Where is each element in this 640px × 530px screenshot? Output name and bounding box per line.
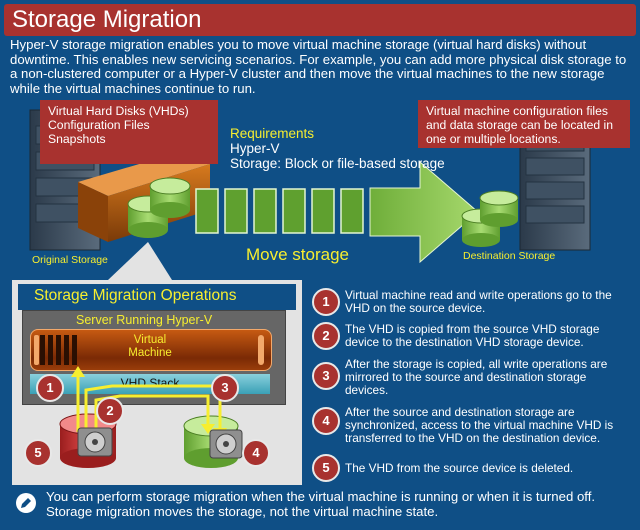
move-storage-label: Move storage [246,245,349,264]
operations-drawing [34,335,264,468]
vm-line-1: Virtual [133,334,167,346]
step-2-badge: 2 [312,322,340,350]
callout-snapshots: Snapshots [48,132,106,146]
page-title: Storage Migration [12,6,202,33]
title-bar [4,4,636,36]
requirements-heading: Requirements [230,126,315,141]
intro-paragraph: Hyper-V storage migration enables you to… [10,37,627,96]
marker-3: 3 [211,374,239,402]
original-storage-label: Original Storage [32,254,108,266]
requirements-storage: Storage: Block or file-based storage [230,156,445,171]
step-5-badge: 5 [312,454,340,482]
vm-columns [34,335,264,365]
arrow-right-icon [369,160,479,264]
server-title: Server Running Hyper-V [76,313,213,327]
marker-5: 5 [24,439,52,467]
footer-note: You can perform storage migration when t… [46,489,596,519]
disk-stack-icon [127,177,191,238]
destination-disk-stack-icon [461,190,519,247]
step-4-badge: 4 [312,407,340,435]
arrow-head-up [71,366,85,377]
marker-1: 1 [36,374,64,402]
step-5-text: The VHD from the source device is delete… [345,461,574,475]
step-3-badge: 3 [312,362,340,390]
step-1-text: Virtual machine read and write operation… [345,288,612,315]
hard-drive-icon [77,427,113,457]
destination-callout: Virtual machine configuration files and … [418,100,630,148]
step-4-text: After the source and destination storage… [345,405,614,445]
info-pencil-icon [16,493,36,513]
pencil-glyph [21,498,31,508]
callout-pointer [108,242,172,280]
step-1-badge: 1 [312,288,340,316]
callout-config-files: Configuration Files [48,118,150,132]
operations-title: Storage Migration Operations [34,287,237,304]
step-2-text: The VHD is copied from the source VHD st… [345,322,600,349]
callout-vhds: Virtual Hard Disks (VHDs) [48,104,189,118]
step-3-text: After the storage is copied, all write o… [345,357,608,397]
destination-hard-drive-icon [209,429,243,459]
transfer-blocks [195,188,364,234]
marker-4: 4 [242,439,270,467]
arrow-head-copy [201,424,215,434]
virtual-machine-label: Virtual Machine [110,334,190,360]
marker-2: 2 [96,397,124,425]
requirements: Requirements Hyper-V Storage: Block or f… [230,126,445,171]
virtual-machine-bar [30,329,272,371]
requirements-hyperv: Hyper-V [230,141,280,156]
vm-line-2: Machine [128,347,172,359]
operations-title-band [18,284,296,310]
destination-storage-label: Destination Storage [463,250,556,262]
source-callout: Virtual Hard Disks (VHDs) Configuration … [40,100,218,164]
